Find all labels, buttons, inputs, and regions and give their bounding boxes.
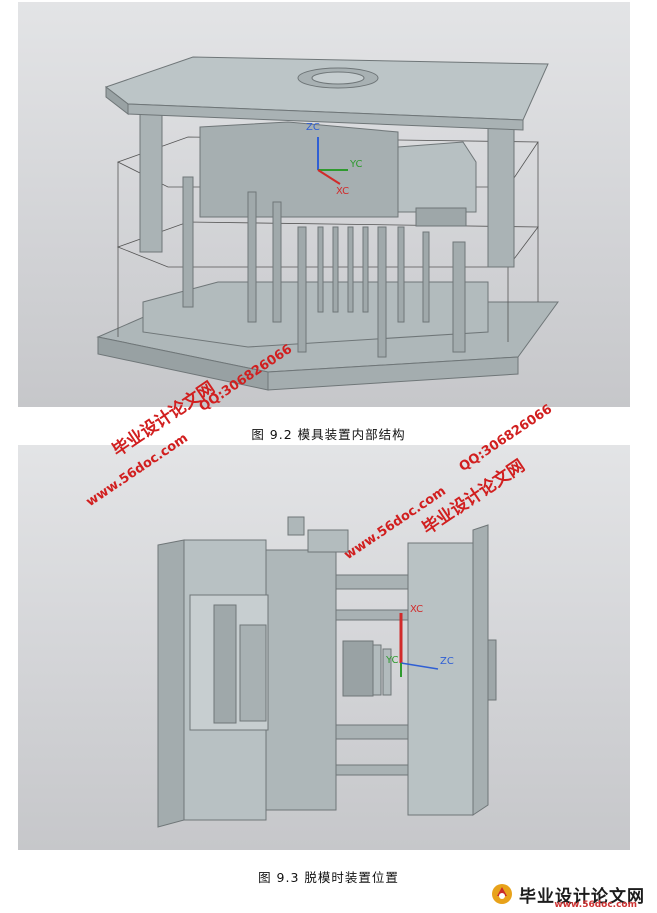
plate-outline-lower [116,221,539,268]
logo-icon [492,884,512,904]
axis-label-xc: XC [410,604,423,615]
footer-logo-name: 毕业设计论文网 [519,886,645,907]
wcs-axes-fig2: XC YC ZC [385,604,454,677]
guide-pillar-left [139,101,163,253]
footer-logo: 毕业设计论文网 www.56doc.com [489,881,645,910]
mold-open-render: XC YC ZC [157,516,497,828]
axis-label-zc: ZC [440,656,454,667]
moving-clamp-side [472,524,489,816]
ejector-pin [377,226,387,358]
axis-label-zc: ZC [306,122,320,133]
ejector-pin [272,201,282,323]
ejector-plate [213,604,237,724]
axis-label-yc: YC [349,159,363,170]
core-block [199,121,399,218]
moving-plate [407,542,474,816]
figure-caption-9-2: 图 9.2 模具装置内部结构 [251,427,406,442]
mold-assembly-render: ZC YC XC [96,56,559,391]
guide-rod-top [335,574,409,590]
figure-demolding-position: XC YC ZC [18,445,630,850]
figure-caption-9-3: 图 9.3 脱模时装置位置 [258,870,399,885]
bottom-plate-front [267,356,519,391]
core-insert [342,640,374,697]
sprue-bushing [287,516,305,536]
figure-mold-internal-structure: ZC YC XC [18,2,630,407]
guide-pillar-right [487,116,515,268]
fixed-half-side [157,539,185,828]
axis-label-xc: XC [336,186,349,197]
axis-label-yc: YC [385,655,399,666]
guide-rod-bottom [335,724,409,740]
wcs-axes-fig1: ZC YC XC [306,122,363,197]
cavity-plate [265,549,337,811]
slider-block [397,141,477,213]
footer-logo-url: www.56doc.com [554,900,637,910]
ejector-pin [297,226,307,353]
ejector-pin [247,191,257,323]
